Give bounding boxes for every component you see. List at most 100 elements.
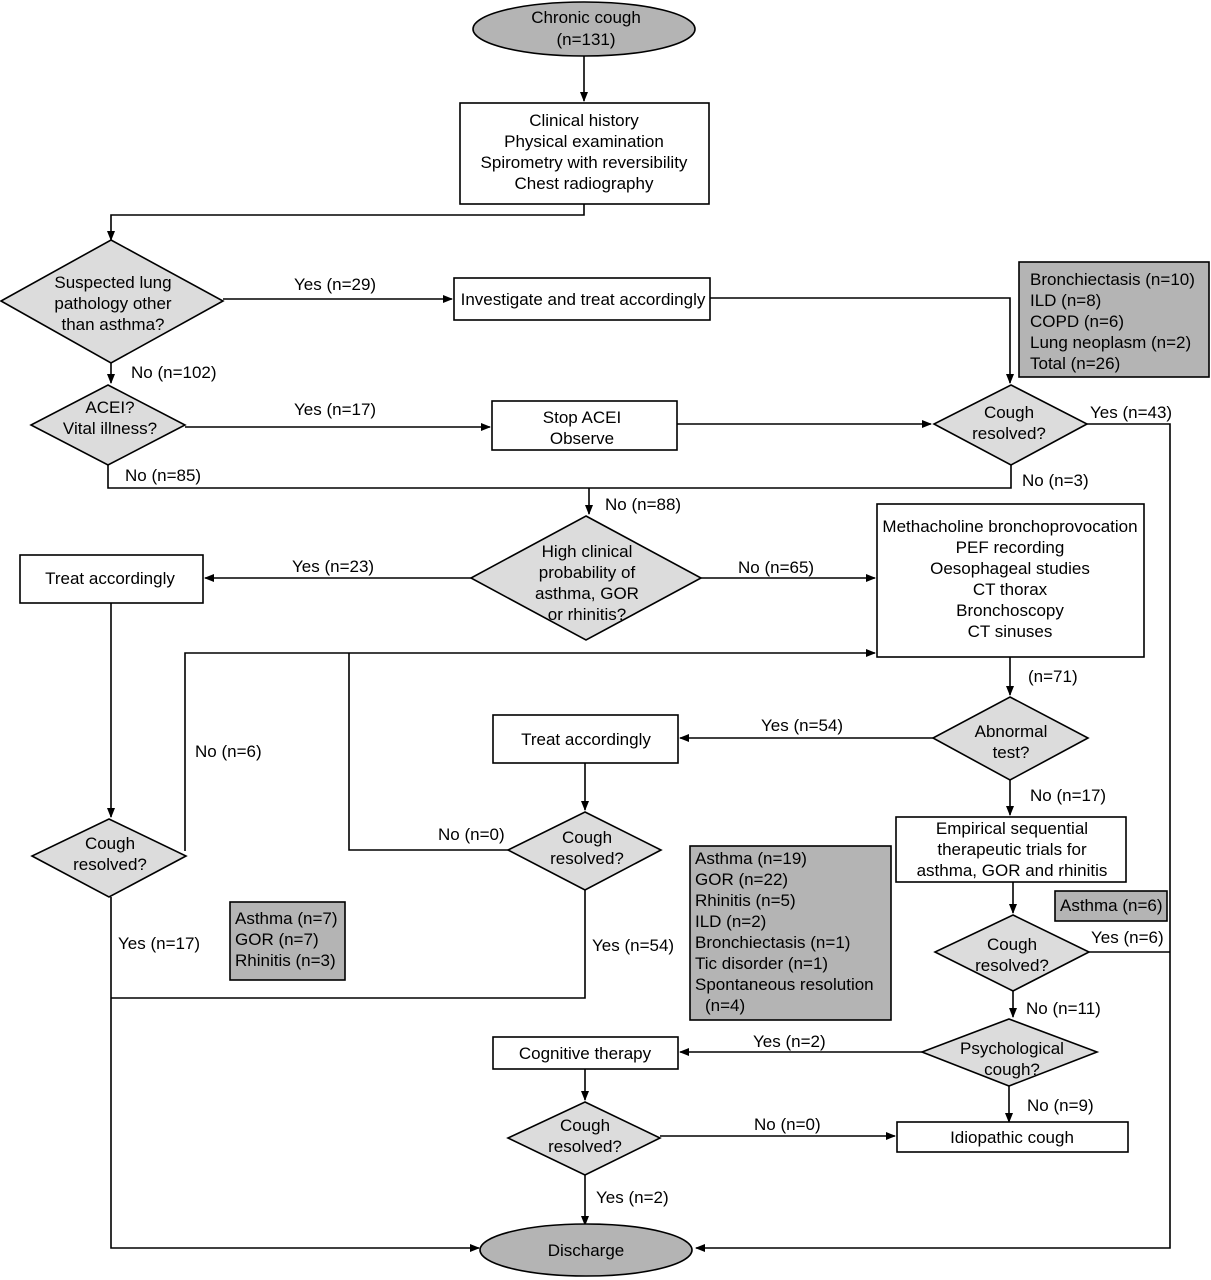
acei-line: ACEI? (85, 398, 134, 417)
resolved-left-diamond (30, 818, 188, 898)
empirical-line: therapeutic trials for (937, 840, 1087, 859)
stop-acei-box (491, 400, 678, 451)
resolved-bottom-line: Cough (560, 1116, 610, 1135)
edge-label: No (n=9) (1027, 1096, 1094, 1115)
lung-result: ILD (n=8) (1030, 291, 1101, 310)
resolved-left-line: Cough (85, 834, 135, 853)
resolved-right-line: Cough (987, 935, 1037, 954)
suspected-line: than asthma? (61, 315, 164, 334)
mid-result: Spontaneous resolution (695, 975, 874, 994)
tests-line: Bronchoscopy (956, 601, 1064, 620)
resolved-bottom-line: resolved? (548, 1137, 622, 1156)
edge-label: No (n=11) (1026, 999, 1101, 1018)
suspected-line: Suspected lung (54, 273, 171, 292)
tests-line: PEF recording (956, 538, 1065, 557)
tests-box (876, 503, 1145, 658)
assessment-line: Physical examination (504, 132, 664, 151)
empirical-line: asthma, GOR and rhinitis (917, 861, 1108, 880)
edge-label: (n=71) (1028, 667, 1078, 686)
edge-label: No (n=3) (1022, 471, 1089, 490)
cognitive-label: Cognitive therapy (519, 1044, 652, 1063)
discharge-node (479, 1223, 693, 1277)
edge-label: Yes (n=54) (592, 936, 674, 955)
edge-labels: Yes (n=29) No (n=102) Yes (n=17) No (n=8… (118, 275, 1172, 1207)
investigate-box (453, 277, 711, 321)
resolved1-line: resolved? (972, 424, 1046, 443)
empirical-box (895, 816, 1127, 883)
tests-line: CT sinuses (968, 622, 1053, 641)
abnormal-line: test? (993, 743, 1030, 762)
assessment-line: Chest radiography (515, 174, 654, 193)
resolved-left-line: resolved? (73, 855, 147, 874)
empirical-results-box (1054, 890, 1168, 922)
edge-label: No (n=6) (195, 742, 262, 761)
assessment-box (459, 102, 710, 205)
lung-result: Lung neoplasm (n=2) (1030, 333, 1191, 352)
acei-line: Vital illness? (63, 419, 157, 438)
connectors (107, 56, 1171, 1252)
resolved-mid-line: Cough (562, 828, 612, 847)
resolved1-line: Cough (984, 403, 1034, 422)
psych-line: cough? (984, 1060, 1040, 1079)
mid-result: Rhinitis (n=5) (695, 891, 796, 910)
left-result: GOR (n=7) (235, 930, 319, 949)
edge-label: No (n=88) (605, 495, 681, 514)
left-results-box (229, 901, 346, 981)
suspected-line: pathology other (54, 294, 172, 313)
tests-line: CT thorax (973, 580, 1048, 599)
high-prob-line: asthma, GOR (535, 584, 639, 603)
node-texts: Chronic cough (n=131) Clinical history P… (45, 8, 1137, 1260)
mid-result: ILD (n=2) (695, 912, 766, 931)
resolved-mid-line: resolved? (550, 849, 624, 868)
investigate-label: Investigate and treat accordingly (461, 290, 706, 309)
edge-label: Yes (n=54) (761, 716, 843, 735)
cognitive-box (492, 1036, 679, 1070)
lung-results-box (1018, 261, 1210, 378)
idiopathic-label: Idiopathic cough (950, 1128, 1074, 1147)
edge-label: No (n=65) (738, 558, 814, 577)
psych-line: Psychological (960, 1039, 1064, 1058)
high-prob-line: High clinical (542, 542, 633, 561)
stop-acei-line: Stop ACEI (543, 408, 621, 427)
high-prob-diamond (469, 515, 703, 641)
edge-label: No (n=102) (131, 363, 217, 382)
edge-label: No (n=85) (125, 466, 201, 485)
mid-result: GOR (n=22) (695, 870, 788, 889)
mid-result: Asthma (n=19) (695, 849, 807, 868)
edge-label: Yes (n=2) (596, 1188, 669, 1207)
result-texts: Bronchiectasis (n=10) ILD (n=8) COPD (n=… (235, 270, 1195, 1015)
edge-label: Yes (n=17) (294, 400, 376, 419)
start-count: (n=131) (556, 30, 615, 49)
high-prob-line: probability of (539, 563, 636, 582)
high-prob-line: or rhinitis? (548, 605, 626, 624)
suspected-diamond (0, 239, 225, 364)
treat-mid-label: Treat accordingly (521, 730, 651, 749)
mid-results-box (689, 845, 892, 1021)
treat-left-box (19, 554, 204, 604)
resolved-right-line: resolved? (975, 956, 1049, 975)
start-label: Chronic cough (531, 8, 641, 27)
edge-label: Yes (n=29) (294, 275, 376, 294)
left-result: Asthma (n=7) (235, 909, 338, 928)
empirical-line: Empirical sequential (936, 819, 1088, 838)
mid-result: (n=4) (705, 996, 745, 1015)
lung-result: COPD (n=6) (1030, 312, 1124, 331)
edge-label: Yes (n=2) (753, 1032, 826, 1051)
discharge-label: Discharge (548, 1241, 625, 1260)
assessment-line: Spirometry with reversibility (481, 153, 688, 172)
edge-label: Yes (n=43) (1090, 403, 1172, 422)
start-node (472, 1, 696, 57)
acei-diamond (29, 384, 187, 466)
treat-mid-box (492, 714, 679, 764)
resolved-bottom-diamond (506, 1101, 662, 1176)
treat-left-label: Treat accordingly (45, 569, 175, 588)
lung-result: Total (n=26) (1030, 354, 1120, 373)
mid-result: Tic disorder (n=1) (695, 954, 828, 973)
resolved-mid-diamond (506, 811, 663, 891)
edge-label: Yes (n=17) (118, 934, 200, 953)
mid-result: Bronchiectasis (n=1) (695, 933, 850, 952)
tests-line: Oesophageal studies (930, 559, 1090, 578)
stop-acei-line: Observe (550, 429, 614, 448)
